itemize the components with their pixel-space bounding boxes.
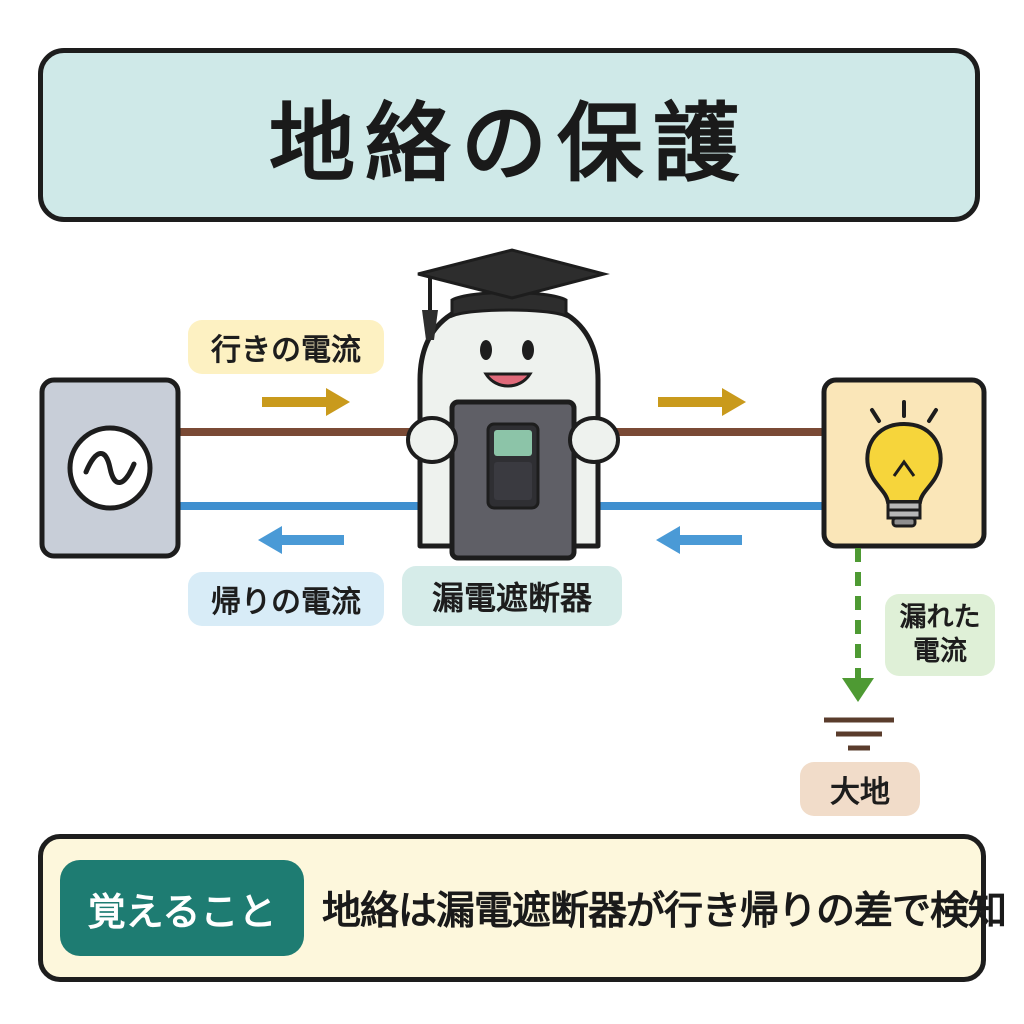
ac-source-icon: [39, 377, 181, 559]
earth-label: 大地: [800, 762, 920, 816]
light-bulb-icon: [821, 377, 987, 549]
mortarboard-icon: [417, 248, 610, 340]
ground-symbol-icon: [824, 717, 894, 751]
leak-arrow: [842, 548, 874, 702]
return-arrow-left: [258, 526, 344, 554]
memo-text: 地絡は漏電遮断器が行き帰りの差で検知: [322, 889, 1007, 934]
breaker-label: 漏電遮断器: [402, 566, 622, 626]
page-title: 地絡の保護: [269, 93, 749, 194]
return-arrow-right: [656, 526, 742, 554]
going-current-label: 行きの電流: [188, 320, 384, 374]
memo-badge: 覚えること: [60, 860, 304, 956]
leak-current-label: 漏れた 電流: [885, 594, 995, 676]
breaker-device: [449, 399, 577, 561]
leak-label-line2: 電流: [913, 636, 967, 667]
graduate-ghost-mascot: [406, 248, 620, 561]
circuit-diagram: [39, 248, 987, 751]
go-arrow-right: [658, 388, 746, 416]
go-arrow-left: [262, 388, 350, 416]
title-banner: 地絡の保護: [38, 48, 980, 222]
return-current-label: 帰りの電流: [188, 572, 384, 626]
leak-label-line1: 漏れた: [899, 602, 981, 633]
